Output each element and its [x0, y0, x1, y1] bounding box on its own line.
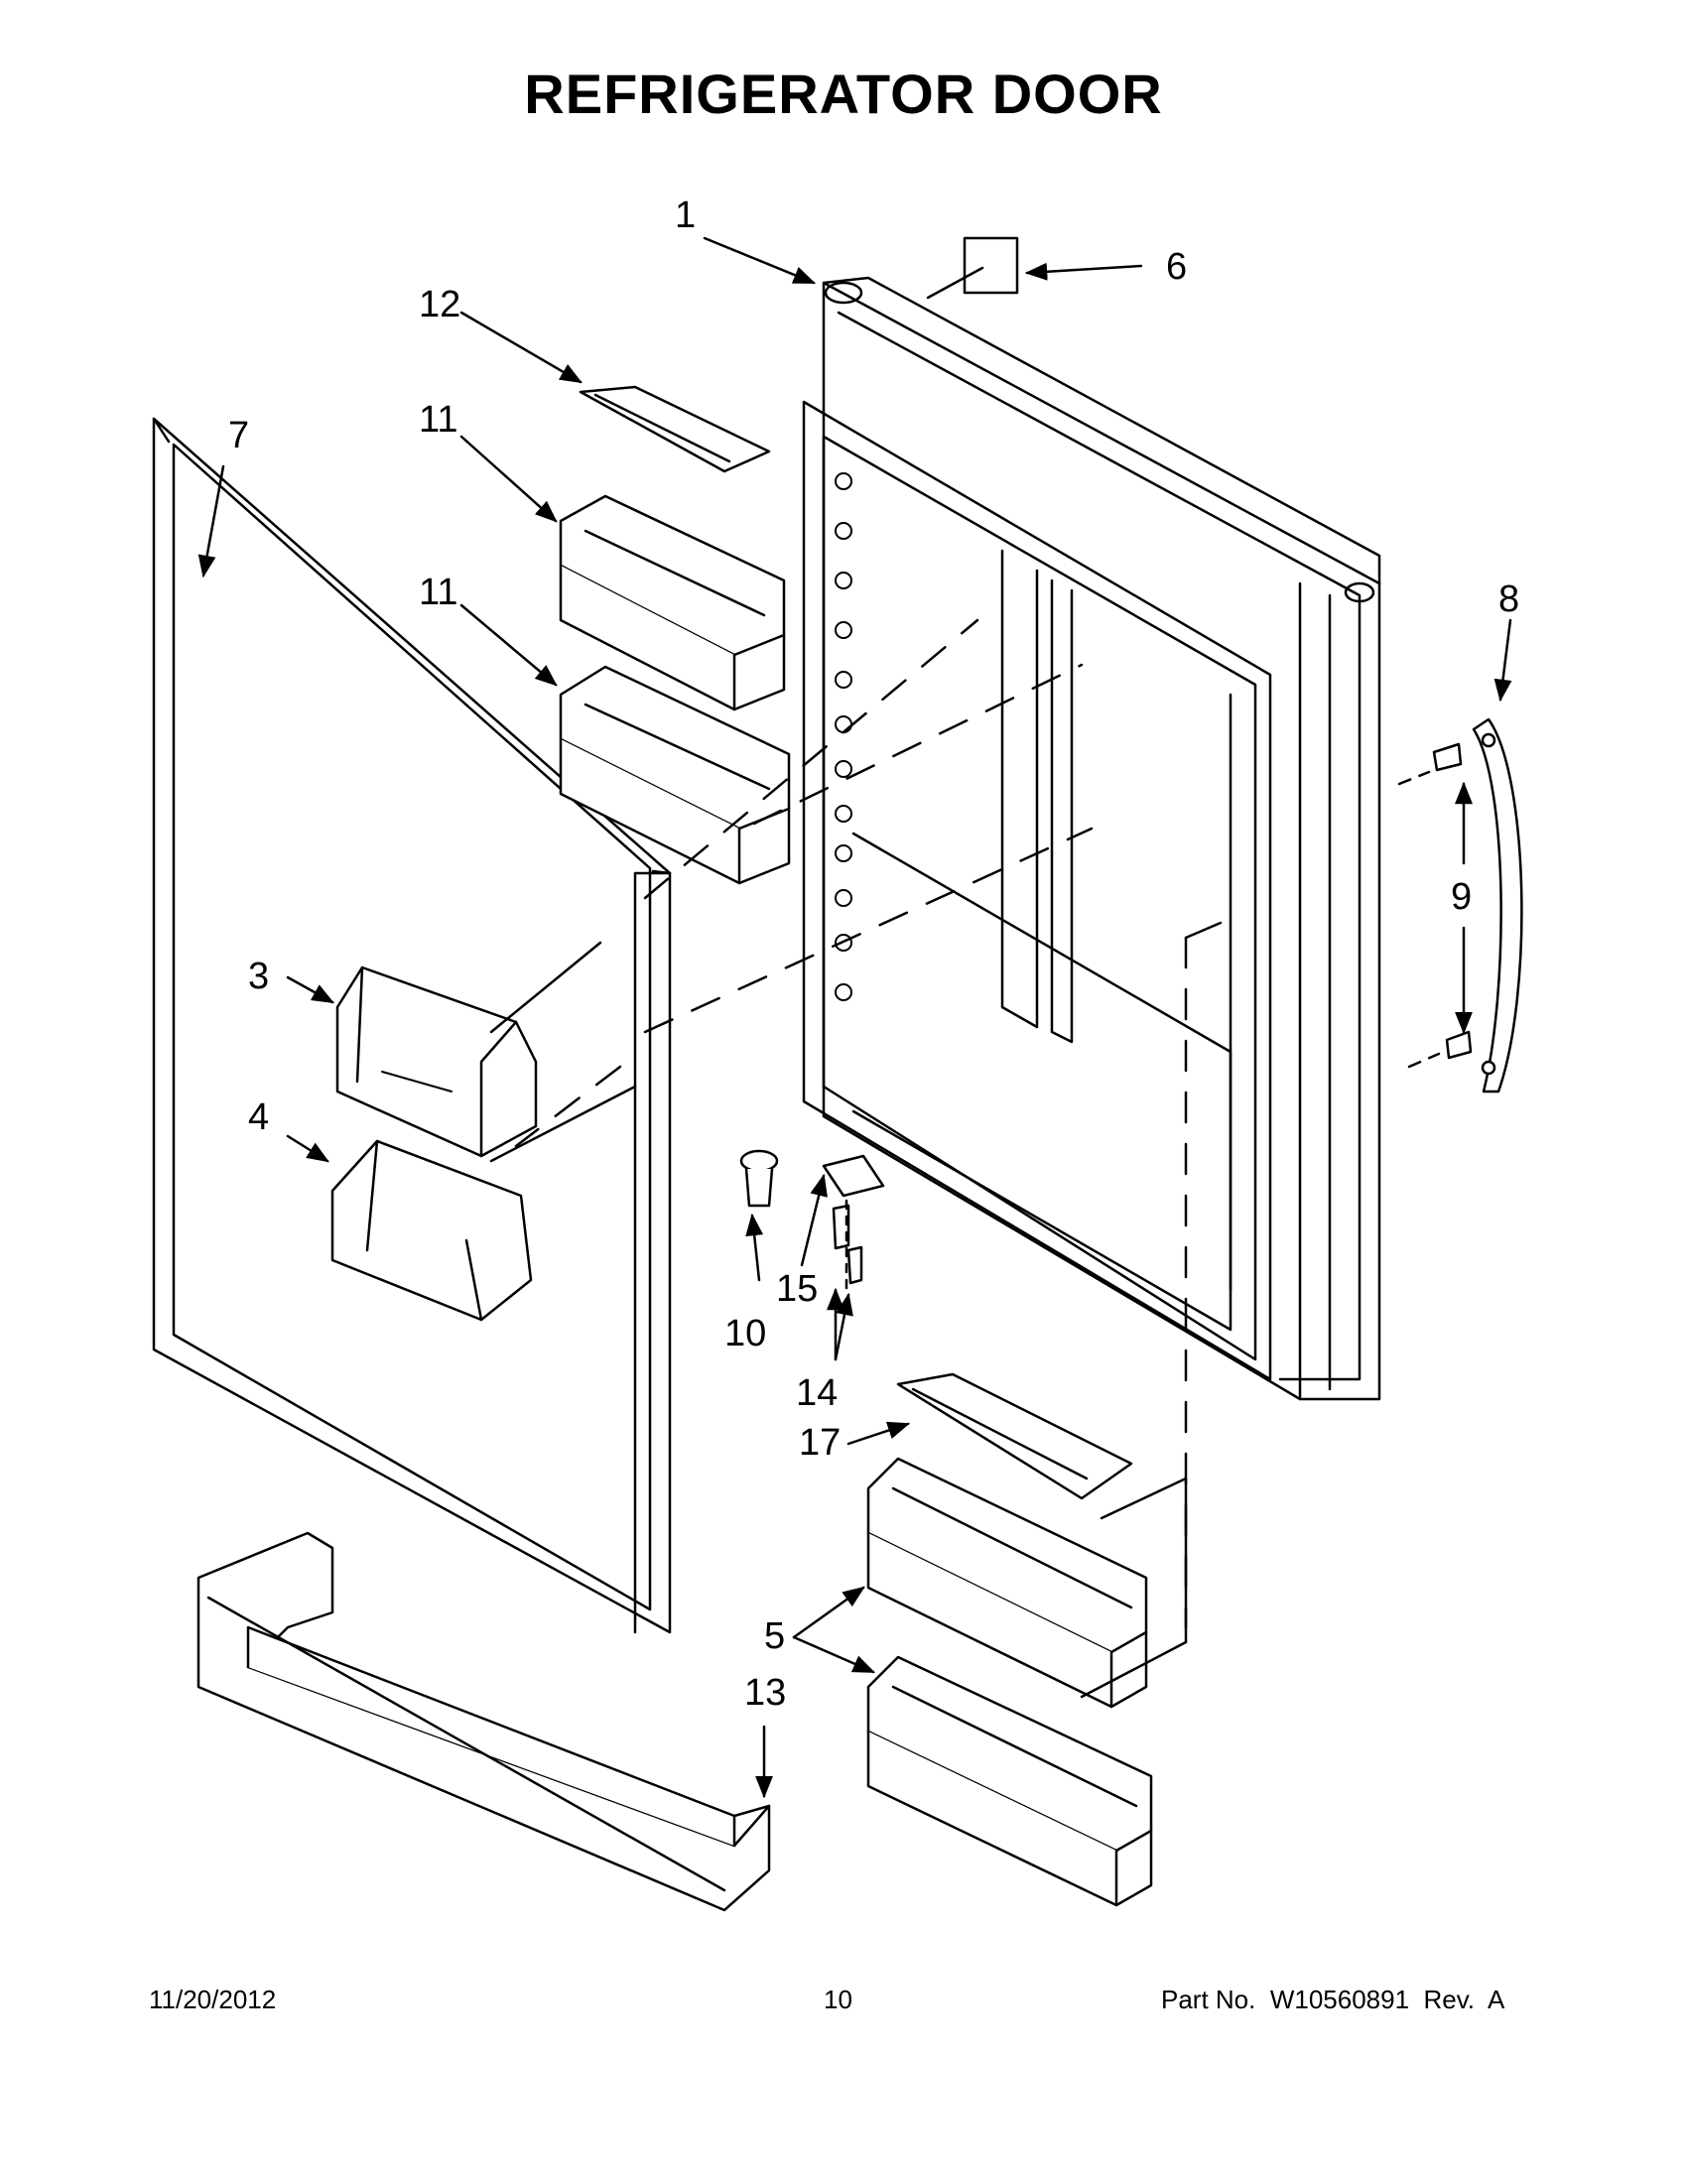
alignment-lines — [489, 266, 1441, 1699]
handle-screws-part-9 — [1432, 742, 1473, 1060]
light-part-10 — [739, 1149, 779, 1208]
footer-page-number: 10 — [824, 1985, 852, 2014]
callout-15: 15 — [776, 1268, 819, 1310]
bracket-part-15 — [822, 1154, 885, 1198]
door-bin-part-11-top — [559, 494, 786, 711]
callout-8: 8 — [1498, 578, 1520, 620]
door-bin-part-13 — [196, 1531, 771, 1912]
label-part-6 — [963, 236, 1019, 295]
door-bin-part-5-bottom — [866, 1655, 1153, 1907]
callout-11-top: 11 — [419, 399, 458, 441]
callout-3: 3 — [248, 956, 270, 997]
dairy-bin-part-4 — [330, 1139, 533, 1322]
leader-arrows — [197, 236, 1512, 1799]
door-handle-part-8 — [1472, 717, 1523, 1093]
door-panel-part-7 — [152, 417, 672, 1634]
callout-9: 9 — [1451, 876, 1473, 918]
callout-7: 7 — [228, 415, 250, 456]
screws-part-14 — [832, 1204, 863, 1285]
door-bin-part-5-top — [866, 1457, 1148, 1709]
callout-1: 1 — [675, 194, 697, 236]
footer-part-number: Part No. W10560891 Rev. A — [1161, 1985, 1505, 2014]
dairy-door-part-3 — [335, 965, 538, 1158]
door-bin-part-11-bottom — [559, 665, 791, 885]
callout-11-bottom: 11 — [419, 572, 458, 613]
shelf-cover-part-12 — [579, 385, 771, 473]
callout-13: 13 — [744, 1672, 787, 1714]
callout-14: 14 — [796, 1372, 839, 1414]
door-liner-part-1 — [802, 276, 1381, 1401]
callout-5: 5 — [764, 1615, 786, 1657]
callout-17: 17 — [799, 1422, 842, 1464]
callout-6: 6 — [1166, 246, 1188, 288]
footer-date: 11/20/2012 — [149, 1985, 277, 2014]
callout-10: 10 — [724, 1313, 767, 1354]
callout-4: 4 — [248, 1096, 270, 1138]
page-title: REFRIGERATOR DOOR — [524, 63, 1163, 125]
shelf-cover-part-17 — [896, 1372, 1133, 1500]
callout-12: 12 — [419, 284, 461, 325]
